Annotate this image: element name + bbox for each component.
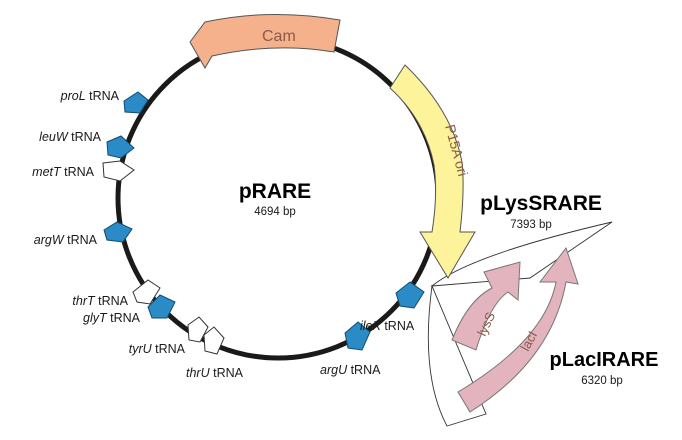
ori-arrow bbox=[389, 64, 476, 279]
ilex-trna-marker bbox=[395, 281, 425, 309]
thru-trna-label: thrU tRNA bbox=[186, 366, 244, 380]
argu-trna-marker bbox=[344, 321, 371, 351]
pRARE-size: 4694 bp bbox=[254, 206, 296, 218]
pLysSRARE-size: 7393 bp bbox=[510, 219, 552, 231]
tyru-trna-label: tyrU tRNA bbox=[129, 342, 186, 356]
argw-trna-marker bbox=[103, 221, 133, 243]
glyt-trna-marker bbox=[147, 294, 176, 319]
pLacIRARE-title: pLacIRARE bbox=[550, 349, 659, 371]
pLysSRARE-title: pLysSRARE bbox=[480, 192, 602, 215]
trna-markers bbox=[102, 91, 425, 355]
laci-gene-arrow bbox=[457, 246, 579, 413]
prol-trna-marker bbox=[123, 91, 149, 114]
insert-region-outline-lower bbox=[427, 284, 487, 427]
thrt-trna-label: thrT tRNA bbox=[72, 294, 128, 308]
pLacIRARE-size: 6320 bp bbox=[581, 375, 623, 387]
leuw-trna-marker bbox=[106, 135, 135, 159]
cam-gene-arrow bbox=[189, 14, 341, 69]
leuw-trna-label: leuW tRNA bbox=[39, 130, 101, 144]
lyss-gene-arrow bbox=[451, 261, 521, 351]
argw-trna-label: argW tRNA bbox=[34, 233, 98, 247]
mett-trna-label: metT tRNA bbox=[32, 165, 94, 179]
thru-trna-marker bbox=[203, 326, 225, 355]
prol-trna-label: proL tRNA bbox=[60, 89, 120, 103]
pRARE-title: pRARE bbox=[239, 180, 311, 203]
cam-label: Cam bbox=[262, 28, 296, 45]
argu-trna-label: argU tRNA bbox=[320, 363, 381, 377]
ilex-trna-label: ileX tRNA bbox=[360, 319, 415, 333]
mett-trna-marker bbox=[102, 160, 135, 182]
thrt-trna-marker bbox=[132, 279, 161, 305]
glyt-trna-label: glyT tRNA bbox=[83, 311, 141, 325]
insert-region-outline bbox=[430, 221, 613, 287]
